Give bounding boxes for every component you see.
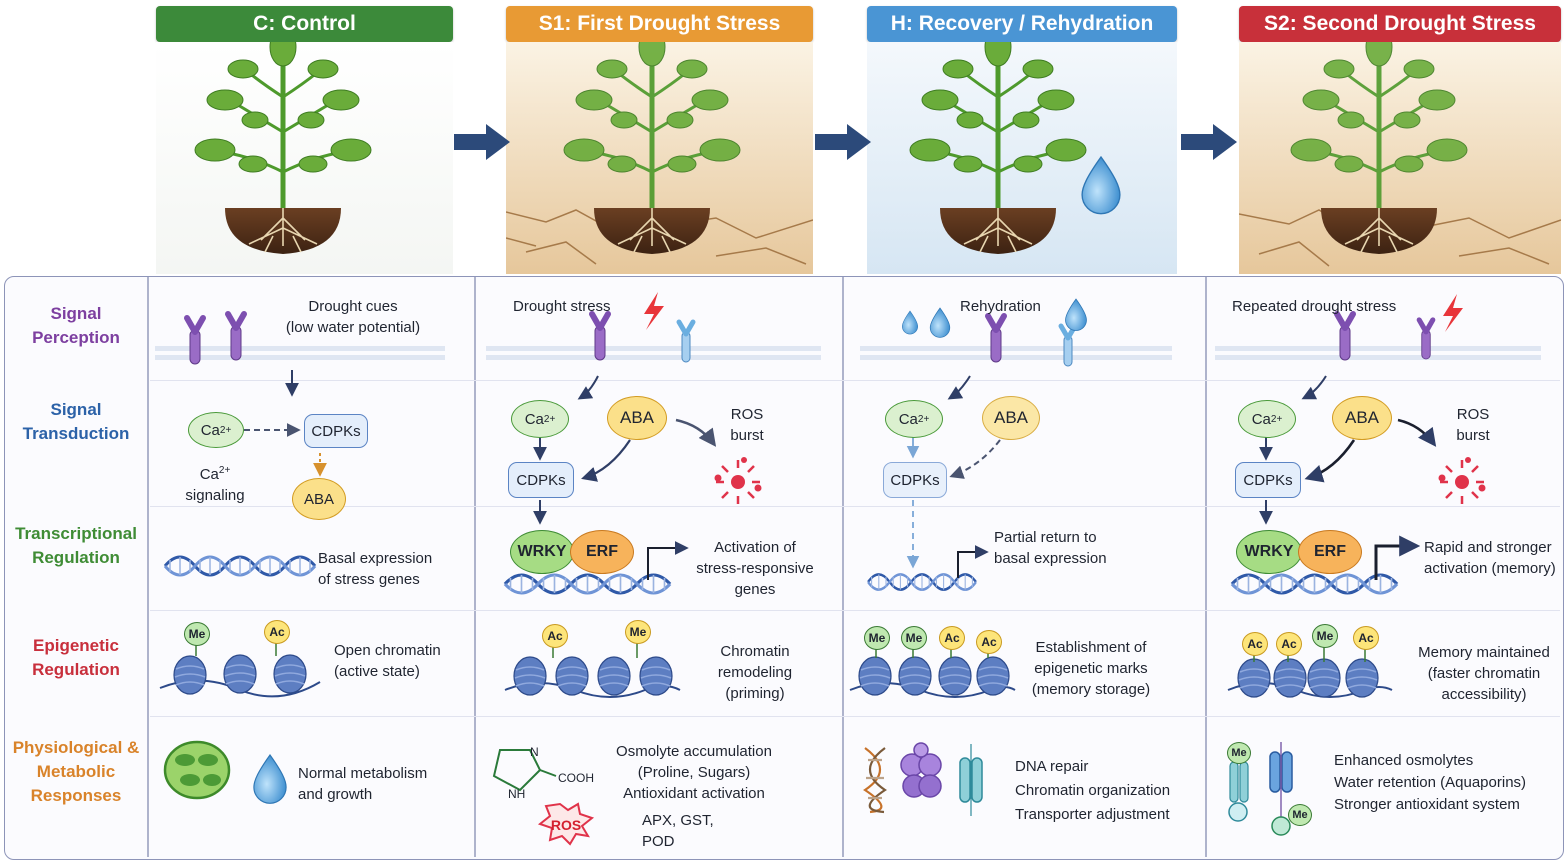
me-badge: Me bbox=[1288, 804, 1312, 826]
control-plant-image bbox=[156, 42, 453, 274]
wrky-node: WRKY bbox=[510, 530, 574, 574]
ca-signaling-label: Ca2+ signaling bbox=[180, 460, 250, 506]
ca-charge: 2+ bbox=[219, 424, 232, 436]
h-perception-text: Rehydration bbox=[960, 298, 1041, 315]
ca-charge: 2+ bbox=[917, 413, 930, 425]
s1-physiology-enzymes-text: APX, GST, POD bbox=[642, 812, 714, 850]
s1-epigenetic-text: Chromatin remodeling (priming) bbox=[717, 643, 793, 702]
row-label-epigenetic-regulation: Epigenetic Regulation bbox=[32, 636, 120, 679]
proline-cooh-label: COOH bbox=[558, 771, 594, 785]
ac-badge: Ac bbox=[939, 626, 965, 650]
stage-banner-second-drought: S2: Second Drought Stress bbox=[1239, 6, 1561, 42]
s2-physiology-text: Enhanced osmolytes Water retention (Aqua… bbox=[1334, 752, 1527, 813]
me-badge: Me bbox=[184, 622, 210, 646]
cdpks-node: CDPKs bbox=[304, 414, 368, 448]
aba-node: ABA bbox=[982, 396, 1040, 440]
cdpks-node: CDPKs bbox=[508, 462, 574, 498]
stage-arrow-1-icon bbox=[454, 124, 510, 160]
proline-n-label: N bbox=[530, 745, 539, 759]
ca-signaling-word: signaling bbox=[185, 487, 245, 504]
me-badge: Me bbox=[864, 626, 890, 650]
row-label-physiological-responses: Physiological & Metabolic Responses bbox=[12, 738, 140, 805]
h-physiology-text: DNA repair Chromatin organization Transp… bbox=[1015, 758, 1171, 823]
cdpks-node: CDPKs bbox=[1235, 462, 1301, 498]
stage-banner-recovery: H: Recovery / Rehydration bbox=[867, 6, 1177, 42]
ros-star-label: ROS bbox=[550, 817, 582, 833]
ca-label: Ca bbox=[1251, 410, 1271, 428]
stage-arrow-2-icon bbox=[815, 124, 871, 160]
s2-ros-burst-text: ROS burst bbox=[1456, 406, 1490, 444]
erf-node: ERF bbox=[1298, 530, 1362, 574]
ac-badge: Ac bbox=[1353, 626, 1379, 650]
row-label-signal-transduction: Signal Transduction bbox=[22, 400, 130, 443]
aba-node: ABA bbox=[1332, 396, 1392, 440]
s1-transcription-text: Activation of stress-responsive genes bbox=[696, 539, 814, 598]
ca-charge: 2+ bbox=[543, 413, 556, 425]
me-badge: Me bbox=[625, 620, 651, 644]
ca-label: Ca bbox=[898, 410, 918, 428]
ca-charge: 2+ bbox=[1270, 413, 1283, 425]
ac-badge: Ac bbox=[1242, 632, 1268, 656]
aba-node: ABA bbox=[292, 478, 346, 520]
wrky-node: WRKY bbox=[1236, 530, 1302, 574]
ca-signaling-ca: Ca bbox=[199, 466, 219, 483]
control-physiology-text: Normal metabolism and growth bbox=[298, 765, 428, 803]
ac-badge: Ac bbox=[976, 630, 1002, 654]
h-transcription-text: Partial return to basal expression bbox=[994, 529, 1107, 567]
s2-transcription-text: Rapid and stronger activation (memory) bbox=[1424, 539, 1556, 577]
me-badge: Me bbox=[1227, 742, 1251, 764]
control-epigenetic-text: Open chromatin (active state) bbox=[334, 642, 441, 680]
stage-banner-control: C: Control bbox=[156, 6, 453, 42]
row-label-signal-perception: Signal Perception bbox=[32, 304, 120, 347]
stage-banner-first-drought: S1: First Drought Stress bbox=[506, 6, 813, 42]
recovery-plant-image bbox=[867, 42, 1177, 274]
stage-arrow-3-icon bbox=[1181, 124, 1237, 160]
h-epigenetic-text: Establishment of epigenetic marks (memor… bbox=[1031, 639, 1151, 698]
ac-badge: Ac bbox=[1276, 632, 1302, 656]
second-drought-plant-image bbox=[1239, 42, 1561, 274]
me-badge: Me bbox=[901, 626, 927, 650]
aba-node: ABA bbox=[607, 396, 667, 440]
me-badge: Me bbox=[1312, 624, 1338, 648]
first-drought-plant-image bbox=[506, 42, 813, 274]
erf-node: ERF bbox=[570, 530, 634, 574]
s1-perception-text: Drought stress bbox=[513, 298, 611, 315]
ca-signaling-charge: 2+ bbox=[218, 465, 231, 476]
control-perception-text: Drought cues (low water potential) bbox=[285, 298, 421, 336]
s1-ros-burst-text: ROS burst bbox=[730, 406, 764, 444]
proline-nh-label: NH bbox=[508, 787, 526, 801]
control-transcription-text: Basal expression of stress genes bbox=[318, 550, 433, 588]
ac-badge: Ac bbox=[542, 624, 568, 648]
ca-label: Ca bbox=[524, 410, 544, 428]
s1-physiology-text: Osmolyte accumulation (Proline, Sugars) … bbox=[616, 743, 772, 802]
ca-label: Ca bbox=[200, 421, 220, 439]
s2-epigenetic-text: Memory maintained (faster chromatin acce… bbox=[1418, 644, 1550, 703]
s2-perception-text: Repeated drought stress bbox=[1232, 298, 1397, 315]
row-label-transcriptional-regulation: Transcriptional Regulation bbox=[15, 524, 137, 567]
ac-badge: Ac bbox=[264, 620, 290, 644]
cdpks-node: CDPKs bbox=[883, 462, 947, 498]
